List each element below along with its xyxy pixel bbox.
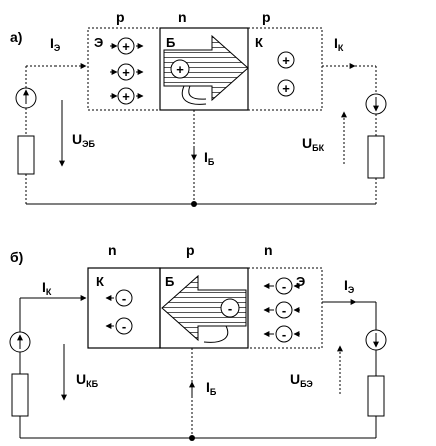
svg-text:-: - [282,279,286,294]
svg-text:+: + [122,65,130,80]
emitter-electrons-b: - - - [263,277,300,343]
left-circuit-a [15,65,55,204]
svg-text:-: - [282,327,286,342]
hole-flow-arrow-a: + [163,34,249,105]
ubk-label-a: UБК [302,135,325,153]
region-a-base-type: n [178,9,187,25]
resistor-collector-b [11,373,29,417]
ie-label-b: IЭ [344,277,355,295]
emitter-label-b: Э [296,274,305,289]
base-region-a [159,27,249,111]
region-b-emitter-type: n [264,242,273,258]
diagram-b: б) n p n К Б Э - - - - [9,242,387,441]
left-circuit-b [9,297,56,438]
svg-text:+: + [282,53,290,68]
diagram-a: а) p n p Э Б К + + + [10,9,387,207]
svg-text:-: - [228,301,232,316]
diagram-a-marker: а) [10,29,22,45]
region-a-collector-type: p [262,9,271,25]
collector-electrons-b: - - [105,289,133,335]
svg-text:-: - [122,291,126,306]
ukb-label-b: UКБ [76,371,99,389]
region-b-collector-type: n [108,242,117,258]
junction-dot-a [191,201,197,207]
resistor-emitter-a [17,135,35,175]
svg-text:-: - [122,319,126,334]
diagram-b-marker: б) [10,249,23,265]
svg-text:+: + [282,81,290,96]
collector-label-a: К [255,35,263,50]
right-circuit-a [355,65,387,204]
region-b-base-type: p [186,242,195,258]
base-label-a: Б [166,35,175,50]
svg-text:-: - [282,303,286,318]
ib-label-b: IБ [206,379,217,397]
base-region-b [159,267,249,349]
collector-label-b: К [96,274,104,289]
ib-label-a: IБ [204,149,215,167]
ube-label-b: UБЭ [290,371,313,389]
base-label-b: Б [165,274,174,289]
electron-flow-arrow-b: - [161,274,247,343]
emitter-holes-a: + + + [110,37,144,105]
svg-text:+: + [122,89,130,104]
resistor-emitter-b [367,375,385,417]
collector-holes-a: + + [277,51,295,97]
region-a-emitter-type: p [116,9,125,25]
right-circuit-b [356,301,387,438]
resistor-collector-a [367,135,385,179]
junction-dot-b [189,435,195,441]
ueb-label-a: UЭБ [72,131,96,149]
emitter-label-a: Э [94,35,103,50]
svg-text:+: + [176,62,184,77]
ik-label-a: IК [334,35,344,53]
svg-text:+: + [122,39,130,54]
ik-label-b: IК [42,279,52,297]
ie-label-a: IЭ [50,35,61,53]
